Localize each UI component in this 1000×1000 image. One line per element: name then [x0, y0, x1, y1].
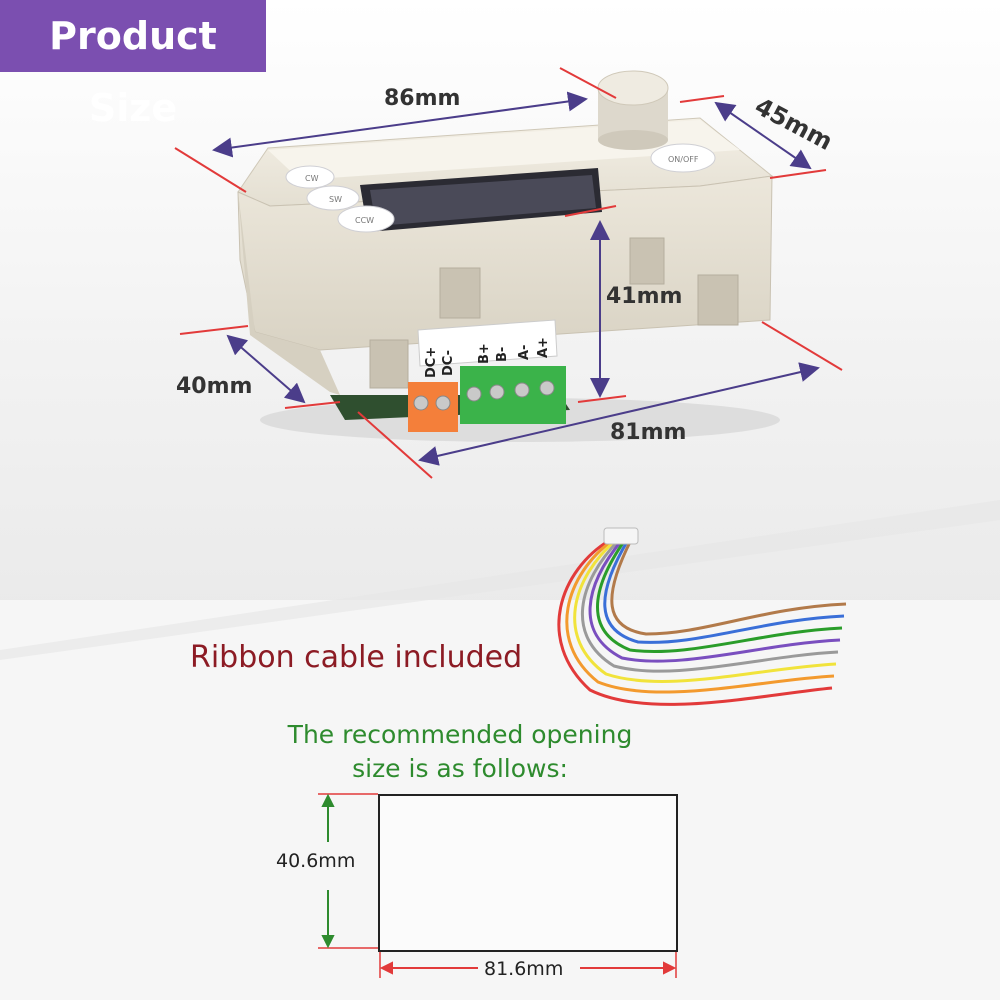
- ext-86-left: [174, 147, 247, 193]
- terminal-label-dcminus: DC-: [441, 350, 456, 376]
- clip-front-3: [697, 274, 739, 326]
- opening-width-arrow: [379, 961, 677, 975]
- clip-front-1: [439, 267, 481, 319]
- ext-41-top: [564, 205, 617, 217]
- terminal-label-dcplus: DC+: [424, 347, 439, 378]
- knob-base: [598, 130, 668, 150]
- terminal-label-plate: [417, 319, 558, 367]
- lcd-glass: [370, 175, 596, 226]
- clip-front-4: [369, 339, 409, 389]
- table-edge: [0, 500, 1000, 660]
- ext-40-top: [179, 325, 249, 335]
- dim-label-width-bottom: 81mm: [610, 420, 687, 445]
- sw-button-label: SW: [329, 195, 342, 204]
- terminal-label-bplus: B+: [477, 343, 492, 364]
- opening-width-label: 81.6mm: [484, 958, 564, 980]
- opening-height-arrow: [321, 793, 335, 949]
- page-title-badge: Product Size: [0, 0, 266, 130]
- dim-arrow-86: [212, 91, 588, 158]
- opening-caption: The recommended opening size is as follo…: [270, 718, 650, 786]
- ext-81-right: [761, 321, 843, 371]
- dim-label-width-top: 86mm: [384, 86, 461, 111]
- terminal-label-aplus: A+: [536, 337, 551, 358]
- opening-height-label: 40.6mm: [276, 850, 356, 872]
- terminal-label-bminus: B-: [495, 347, 510, 362]
- ribbon-cable: [557, 538, 847, 706]
- terminal-label-aminus: A-: [517, 345, 532, 360]
- recommended-opening-rect: [378, 794, 678, 952]
- dim-label-height: 41mm: [606, 284, 683, 309]
- ext-81-left: [357, 411, 433, 479]
- ext-40-bottom: [284, 401, 341, 409]
- opening-caption-line-1: The recommended opening: [287, 720, 633, 749]
- clip-front-2: [629, 237, 665, 285]
- ext-86-right: [559, 67, 617, 99]
- ribbon-cable-caption: Ribbon cable included: [190, 640, 523, 675]
- onoff-button-label: ON/OFF: [668, 155, 699, 164]
- sw-button: [306, 185, 360, 211]
- cw-button-label: CW: [305, 174, 319, 183]
- ext-45-top: [679, 95, 725, 103]
- cw-button: [285, 165, 335, 189]
- ribbon-connector: [603, 527, 639, 545]
- dim-arrow-40: [226, 334, 306, 404]
- dim-arrow-81: [418, 362, 820, 466]
- ext-45-bottom: [769, 169, 827, 179]
- opening-caption-line-2: size is as follows:: [352, 754, 568, 783]
- dim-label-depth-bottom: 40mm: [176, 374, 253, 399]
- ccw-button: [337, 205, 395, 233]
- ccw-button-label: CCW: [355, 216, 374, 225]
- knob-top: [597, 70, 669, 106]
- dim-arrow-45: [714, 101, 812, 170]
